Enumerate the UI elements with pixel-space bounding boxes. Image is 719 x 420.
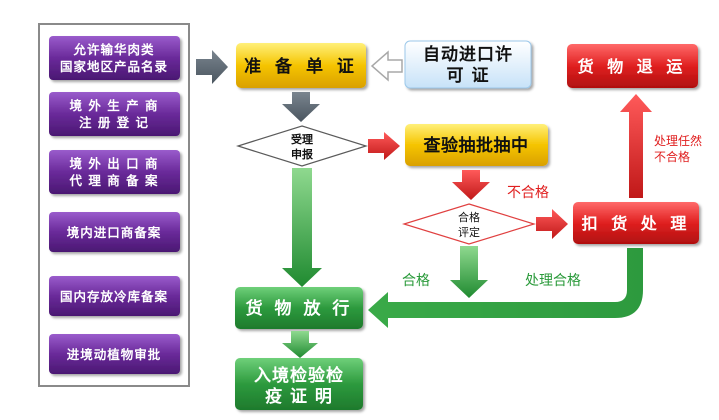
label-still-unqualified-line-1: 处理任然 [654,133,702,148]
node-inspect-sample [405,124,548,166]
node-release-label: 货 物 放 行 [246,298,353,319]
left-panel-item-4 [49,212,180,252]
label-still-unqualified-line-2: 不合格 [654,149,690,164]
arrow-release-to-cert [282,331,318,358]
node-certificate [235,358,363,410]
left-panel-item-5-line-1: 国内存放冷库备案 [60,289,168,304]
left-panel-item-6-line-1: 进境动植物审批 [67,347,162,362]
left-panel-frame [38,23,190,387]
label-unqualified: 不合格 [507,185,549,201]
node-detain [573,202,699,244]
node-accept-line-2: 申报 [291,147,314,161]
node-return-goods [567,44,698,88]
node-prepare-docs [236,43,366,88]
left-panel-item-2-line-1: 境 外 生 产 商 [70,98,159,113]
arrow-eval-to-release [450,246,488,298]
arrow-panel-to-prepare [196,50,228,84]
left-panel-item-3-line-2: 代 理 商 备 案 [69,173,159,188]
arrow-detain-to-return [620,94,652,198]
left-panel-item-3 [49,150,180,194]
node-eval-line-2: 评定 [458,225,480,239]
node-release [235,287,363,329]
node-auto-permit-line-1: 自动进口许 [423,44,513,65]
label-handled-qualified: 处理合格 [525,273,581,289]
arrow-permit-to-prepare [370,50,403,82]
arrow-eval-to-detain [536,209,568,239]
left-panel-item-2-line-2: 注 册 登 记 [79,115,149,130]
arrow-detain-to-release [368,248,643,328]
left-panel-item-4-line-1: 境内进口商备案 [67,225,162,240]
left-panel-item-2 [49,92,180,136]
node-certificate-line-1: 入境检验检 [254,365,344,386]
node-conformity-eval [401,203,537,245]
node-auto-permit [404,40,532,89]
label-qualified: 合格 [402,273,430,289]
node-return-goods-label: 货 物 退 运 [578,57,687,76]
node-inspect-sample-label: 查验抽批抽中 [423,135,529,156]
arrow-accept-to-inspect [368,132,400,160]
left-panel-item-3-line-1: 境 外 出 口 商 [70,156,159,171]
node-auto-permit-line-2: 可 证 [447,66,490,86]
node-eval-line-1: 合格 [458,210,480,224]
node-accept-line-1: 受理 [291,132,313,146]
arrow-inspect-to-eval [452,170,490,200]
left-panel-item-1-line-1: 允许输华肉类 [72,42,154,57]
node-certificate-line-2: 疫 证 明 [265,386,333,407]
arrow-accept-to-release [282,168,322,287]
left-panel-item-1 [49,36,180,80]
left-panel-item-1-line-2: 国家地区产品名录 [60,59,168,74]
node-accept-declaration [235,125,369,167]
node-detain-label: 扣 货 处 理 [582,214,691,233]
left-panel-item-6 [49,334,180,374]
arrow-prepare-to-accept [282,92,320,122]
node-prepare-docs-label: 准 备 单 证 [244,56,358,77]
left-panel-item-5 [49,276,180,316]
